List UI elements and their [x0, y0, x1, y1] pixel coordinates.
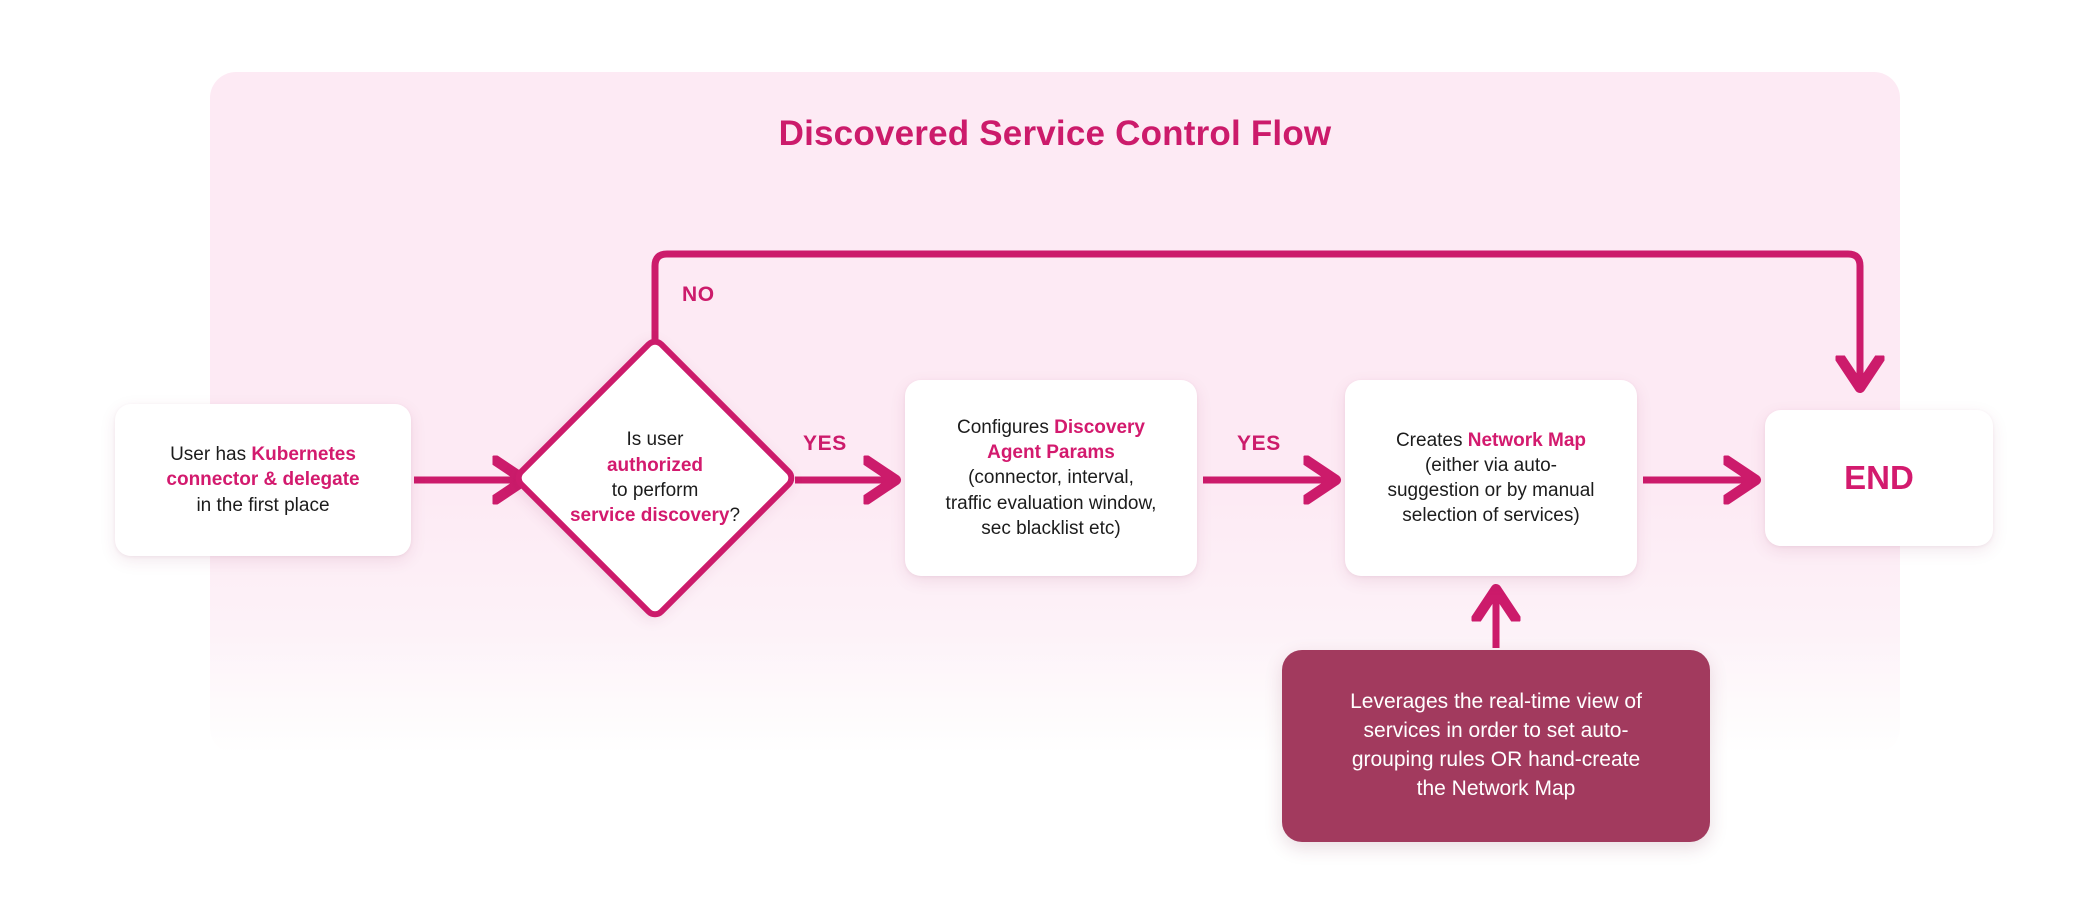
node-start-line2-highlight: connector & delegate — [166, 469, 360, 491]
node-map-line2: (either via auto- — [1424, 454, 1557, 476]
node-end[interactable]: END — [1765, 410, 1993, 546]
node-decision-text: Is user authorized to perform service di… — [510, 333, 800, 623]
node-start-text: User has Kubernetes connector & delegate… — [166, 442, 359, 517]
node-map-line1-highlight: Network Map — [1467, 429, 1587, 451]
node-user-has-connector[interactable]: User has Kubernetes connector & delegate… — [115, 404, 411, 556]
page-title: Discovered Service Control Flow — [778, 114, 1332, 153]
node-note-text: Leverages the real-time view of services… — [1350, 688, 1642, 804]
node-map-line4: selection of services) — [1402, 505, 1580, 527]
node-note-line4: the Network Map — [1416, 776, 1576, 800]
node-config-line5: sec blacklist etc) — [981, 517, 1121, 539]
node-map-text: Creates Network Map (either via auto- su… — [1387, 428, 1594, 528]
node-start-line3-plain: in the first place — [196, 494, 330, 516]
node-leverages-real-time-view[interactable]: Leverages the real-time view of services… — [1282, 650, 1710, 842]
node-config-line1-highlight: Discovery — [1054, 417, 1145, 439]
node-decision-line2-highlight: authorized — [606, 454, 704, 476]
node-config-line4: traffic evaluation window, — [945, 492, 1157, 514]
node-decision-line4-suffix: ? — [729, 505, 741, 527]
node-map-line3: suggestion or by manual — [1387, 480, 1595, 501]
edge-label-yes-2: YES — [1237, 432, 1281, 455]
node-config-line3: (connector, interval, — [968, 467, 1134, 489]
node-configures-discovery-agent-params[interactable]: Configures Discovery Agent Params (conne… — [905, 380, 1197, 576]
node-map-line1-plain: Creates — [1395, 429, 1468, 451]
node-decision-line3: to perform — [611, 480, 699, 501]
node-config-line1-plain: Configures — [956, 417, 1055, 439]
edge-label-yes-1: YES — [803, 432, 847, 455]
node-config-text: Configures Discovery Agent Params (conne… — [946, 415, 1157, 540]
node-start-line1-plain: User has — [170, 444, 252, 466]
node-note-line3: grouping rules OR hand-create — [1351, 748, 1641, 771]
node-note-line2: services in order to set auto- — [1363, 719, 1629, 743]
edge-label-no: NO — [682, 283, 715, 306]
node-decision-is-user-authorized[interactable]: Is user authorized to perform service di… — [510, 333, 800, 623]
node-note-line1: Leverages the real-time view of — [1350, 690, 1642, 714]
node-creates-network-map[interactable]: Creates Network Map (either via auto- su… — [1345, 380, 1637, 576]
node-config-line2-highlight: Agent Params — [987, 442, 1115, 464]
node-end-label: END — [1844, 459, 1914, 497]
node-decision-line4-highlight: service discovery — [569, 505, 730, 527]
node-start-line1-highlight: Kubernetes — [251, 444, 356, 466]
node-decision-line1: Is user — [626, 429, 684, 451]
